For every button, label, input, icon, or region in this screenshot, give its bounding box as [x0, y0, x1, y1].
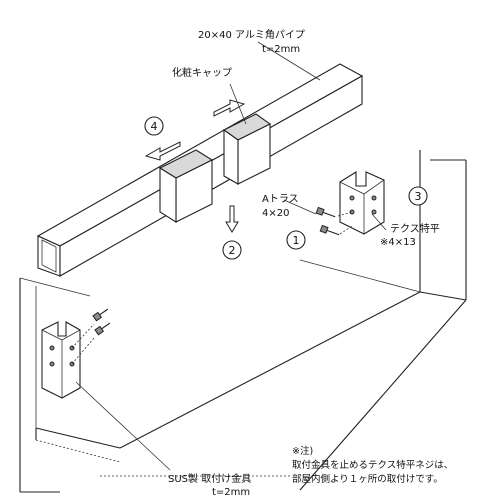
step-1-marker: 1: [286, 230, 306, 250]
right-screws: [315, 206, 353, 236]
step-3-marker: 3: [408, 186, 428, 206]
svg-text:4: 4: [151, 120, 158, 133]
arrow-left: [144, 141, 181, 161]
tex-leader: [371, 213, 387, 231]
svg-text:3: 3: [415, 190, 422, 203]
cap-leader: [229, 83, 247, 125]
bracket-thickness: t=2mm: [212, 487, 250, 498]
svg-text:2: 2: [229, 244, 236, 257]
arrow-down: [225, 205, 239, 233]
note-line-2: 部屋内側より１ヶ所の取付けです。: [292, 473, 443, 485]
left-screws: [92, 308, 111, 336]
step-4-marker: 4: [144, 116, 164, 136]
screw-a-leader: [283, 199, 317, 215]
pipe-leader: [257, 41, 321, 81]
note-line-1: 取付金具を止めるテクス特平ネジは、: [292, 459, 453, 471]
arrow-right: [213, 99, 246, 117]
decorative-cap-2: [222, 113, 272, 185]
cap-label: 化粧キャップ: [172, 66, 232, 79]
right-bracket: [339, 171, 385, 235]
bracket-label: SUS製 取付け金具: [168, 472, 251, 485]
step-2-marker: 2: [222, 240, 242, 260]
note-title: ※注): [292, 445, 313, 457]
pipe-thickness-label: t=2mm: [262, 44, 300, 55]
window-frame: [19, 150, 467, 493]
left-bracket: [41, 321, 95, 399]
bracket-leader: [75, 381, 171, 471]
tex-screw-label: テクス特平: [390, 223, 440, 235]
tex-screw-size: ※4×13: [380, 237, 416, 248]
screw-a-label: Aトラス: [262, 193, 299, 205]
pipe-size-label: 20×40 アルミ角パイプ: [198, 29, 305, 41]
svg-text:1: 1: [293, 234, 300, 247]
decorative-cap-1: [158, 149, 214, 223]
screw-a-size: 4×20: [262, 208, 289, 219]
